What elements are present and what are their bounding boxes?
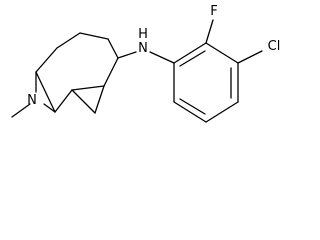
bond-c4-c5 — [107, 38, 119, 59]
bond-c9-c6 — [94, 85, 105, 114]
chemical-structure: N N H F Cl — [11, 4, 281, 123]
bicyclic-skeleton — [11, 32, 119, 118]
ring-bond-2 — [205, 42, 239, 64]
nitrogen-bridge-label: N — [27, 93, 37, 108]
bond-c1-c8 — [35, 71, 56, 113]
amine-hydrogen-label: H — [138, 27, 148, 42]
bond-c5-nh — [117, 51, 137, 59]
ring-bond-4 — [205, 101, 239, 123]
ring-bond-1 — [173, 42, 207, 64]
bond-nh-aryl — [149, 51, 175, 64]
bond-c5-c6 — [103, 57, 119, 87]
bond-c3-c4 — [79, 32, 109, 40]
bond-n-c8 — [43, 103, 56, 113]
bond-c7-c9 — [71, 89, 96, 114]
bond-c2-c3 — [56, 32, 81, 49]
bond-n-methyl — [11, 103, 31, 118]
ring-bond-1-inner — [179, 50, 206, 67]
chlorine-label: Cl — [268, 39, 281, 54]
bond-ring-fluorine — [205, 19, 214, 44]
ring-bond-5 — [173, 101, 207, 123]
bond-ring-chlorine — [237, 50, 263, 64]
bond-c7-c8 — [54, 89, 73, 113]
bond-c1-c2 — [35, 47, 58, 73]
bond-c6-c7 — [71, 85, 105, 91]
ring-bond-5-inner — [179, 98, 206, 115]
amine-nitrogen-label: N — [138, 41, 148, 56]
aromatic-ring — [173, 42, 239, 123]
fluorine-label: F — [210, 4, 217, 19]
